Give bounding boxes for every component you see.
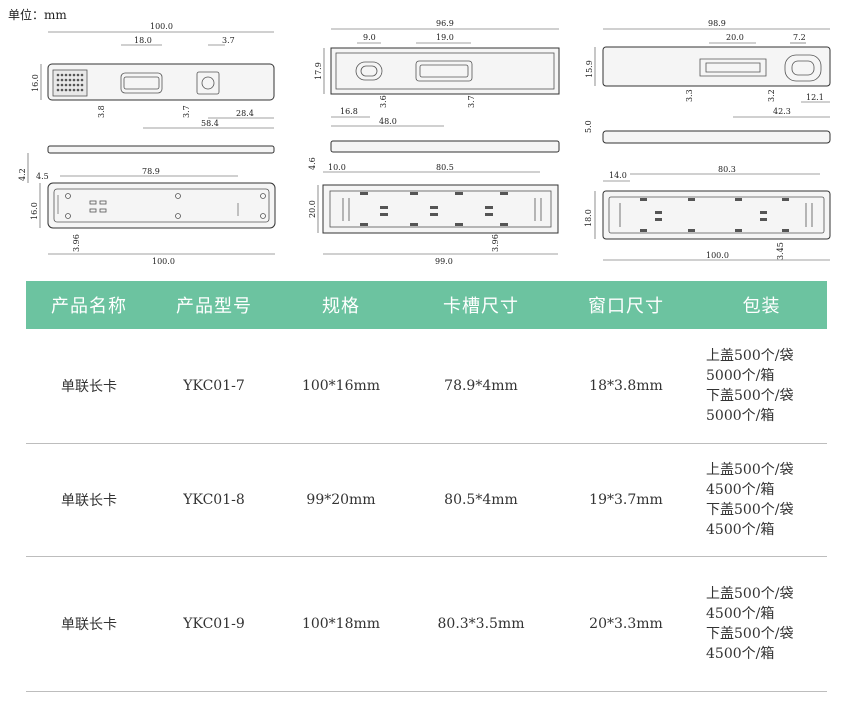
drawing-ykc01-9-top: 98.9 20.0 7.2 15.9 3.3 3.2 12.1 42.3 (585, 19, 831, 118)
cell-window-size: 18*3.8mm (556, 329, 696, 444)
packing-line: 下盖500个/袋 (706, 626, 794, 642)
header-packing: 包装 (696, 281, 827, 329)
drawing-ykc01-8-side (330, 140, 560, 153)
packing-line: 下盖500个/袋 (706, 388, 794, 404)
cell-product-model: YKC01-7 (152, 329, 276, 444)
cell-slot-size: 80.3*3.5mm (406, 556, 556, 692)
dim-label: 96.9 (436, 19, 454, 28)
dim-label: 16.0 (31, 74, 40, 92)
dim-label: 3.45 (776, 242, 785, 260)
dim-label: 3.8 (97, 105, 106, 118)
dim-label: 20.0 (726, 33, 744, 42)
drawing-ykc01-7-bottom: 4.2 4.5 78.9 16.0 3.96 100.0 (18, 153, 276, 266)
dim-label: 100.0 (150, 22, 173, 31)
table-row: 单联长卡 YKC01-9 100*18mm 80.3*3.5mm 20*3.3m… (26, 556, 827, 692)
header-slot-size: 卡槽尺寸 (406, 281, 556, 329)
dim-label: 9.0 (363, 33, 376, 42)
dim-label: 4.5 (36, 172, 49, 181)
cell-window-size: 19*3.7mm (556, 443, 696, 557)
cell-product-model: YKC01-8 (152, 443, 276, 557)
packing-line: 4500个/箱 (706, 646, 775, 662)
header-product-name: 产品名称 (26, 281, 152, 329)
dim-label: 4.2 (18, 168, 27, 181)
packing-line: 4500个/箱 (706, 522, 775, 538)
dim-label: 16.0 (30, 202, 39, 220)
cell-packing: 上盖500个/袋 4500个/箱 下盖500个/袋 4500个/箱 (696, 556, 827, 692)
dim-label: 16.8 (340, 107, 358, 116)
packing-line: 4500个/箱 (706, 606, 775, 622)
dim-label: 100.0 (152, 257, 175, 266)
cell-slot-size: 80.5*4mm (406, 443, 556, 557)
cell-packing: 上盖500个/袋 4500个/箱 下盖500个/袋 4500个/箱 (696, 443, 827, 557)
dim-label: 19.0 (436, 33, 454, 42)
dim-label: 20.0 (308, 200, 317, 218)
table-row: 单联长卡 YKC01-7 100*16mm 78.9*4mm 18*3.8mm … (26, 329, 827, 444)
dim-label: 17.9 (314, 62, 323, 80)
dim-label: 7.2 (793, 33, 806, 42)
dim-label: 3.3 (685, 89, 694, 102)
cell-slot-size: 78.9*4mm (406, 329, 556, 444)
drawing-ykc01-8-bottom: 4.6 10.0 80.5 20.0 99.0 3.96 (308, 157, 559, 266)
packing-line: 上盖500个/袋 (706, 348, 794, 364)
dim-label: 58.4 (201, 119, 219, 128)
cell-spec: 99*20mm (276, 443, 406, 557)
drawing-ykc01-9-bottom: 5.0 14.0 80.3 18.0 100.0 3.45 (584, 120, 831, 261)
cell-packing: 上盖500个/袋 5000个/箱 下盖500个/袋 5000个/箱 (696, 329, 827, 444)
cell-window-size: 20*3.3mm (556, 556, 696, 692)
dim-label: 3.7 (182, 105, 191, 118)
dim-label: 4.6 (308, 157, 317, 170)
packing-line: 上盖500个/袋 (706, 462, 794, 478)
dim-label: 3.7 (467, 95, 476, 108)
technical-drawings: 100.0 18.0 3.7 16.0 3.8 3.7 28.4 58.4 96… (18, 19, 831, 266)
packing-line: 5000个/箱 (706, 368, 775, 384)
drawing-ykc01-8-top: 96.9 9.0 19.0 17.9 3.6 16.8 48.0 3.7 (314, 19, 560, 127)
dim-label: 18.0 (134, 36, 152, 45)
dim-label: 99.0 (435, 257, 453, 266)
cell-spec: 100*16mm (276, 329, 406, 444)
drawing-ykc01-7-top: 100.0 18.0 3.7 16.0 3.8 3.7 28.4 58.4 (31, 22, 275, 129)
packing-line: 上盖500个/袋 (706, 586, 794, 602)
cell-product-name: 单联长卡 (26, 329, 152, 444)
dim-label: 42.3 (773, 107, 791, 116)
dim-label: 3.7 (222, 36, 235, 45)
packing-line: 下盖500个/袋 (706, 502, 794, 518)
product-spec-table: 产品名称 产品型号 规格 卡槽尺寸 窗口尺寸 包装 单联长卡 YKC01-7 1… (26, 281, 827, 692)
packing-line: 5000个/箱 (706, 408, 775, 424)
dim-label: 3.96 (491, 234, 500, 252)
dim-label: 18.0 (584, 209, 593, 227)
header-product-model: 产品型号 (152, 281, 276, 329)
drawing-ykc01-7-side (47, 145, 275, 154)
dim-label: 28.4 (236, 109, 254, 118)
cell-spec: 100*18mm (276, 556, 406, 692)
cell-product-name: 单联长卡 (26, 556, 152, 692)
dim-label: 3.96 (72, 234, 81, 252)
dim-label: 15.9 (585, 60, 594, 78)
table-row: 单联长卡 YKC01-8 99*20mm 80.5*4mm 19*3.7mm 上… (26, 443, 827, 557)
header-window-size: 窗口尺寸 (556, 281, 696, 329)
dim-label: 5.0 (584, 120, 593, 133)
cell-product-model: YKC01-9 (152, 556, 276, 692)
header-spec: 规格 (276, 281, 406, 329)
table-header: 产品名称 产品型号 规格 卡槽尺寸 窗口尺寸 包装 (26, 281, 827, 329)
dim-label: 78.9 (142, 167, 160, 176)
dim-label: 12.1 (806, 93, 824, 102)
unit-label: 单位：mm (8, 8, 67, 22)
dim-label: 80.3 (718, 165, 736, 174)
cell-product-name: 单联长卡 (26, 443, 152, 557)
drawing-ykc01-9-side (602, 130, 831, 144)
dim-label: 48.0 (379, 117, 397, 126)
dim-label: 100.0 (706, 251, 729, 260)
dim-label: 80.5 (436, 163, 454, 172)
dim-label: 3.6 (379, 95, 388, 108)
packing-line: 4500个/箱 (706, 482, 775, 498)
dim-label: 98.9 (708, 19, 726, 28)
dim-label: 14.0 (609, 171, 627, 180)
dim-label: 10.0 (328, 163, 346, 172)
dim-label: 3.2 (767, 89, 776, 102)
